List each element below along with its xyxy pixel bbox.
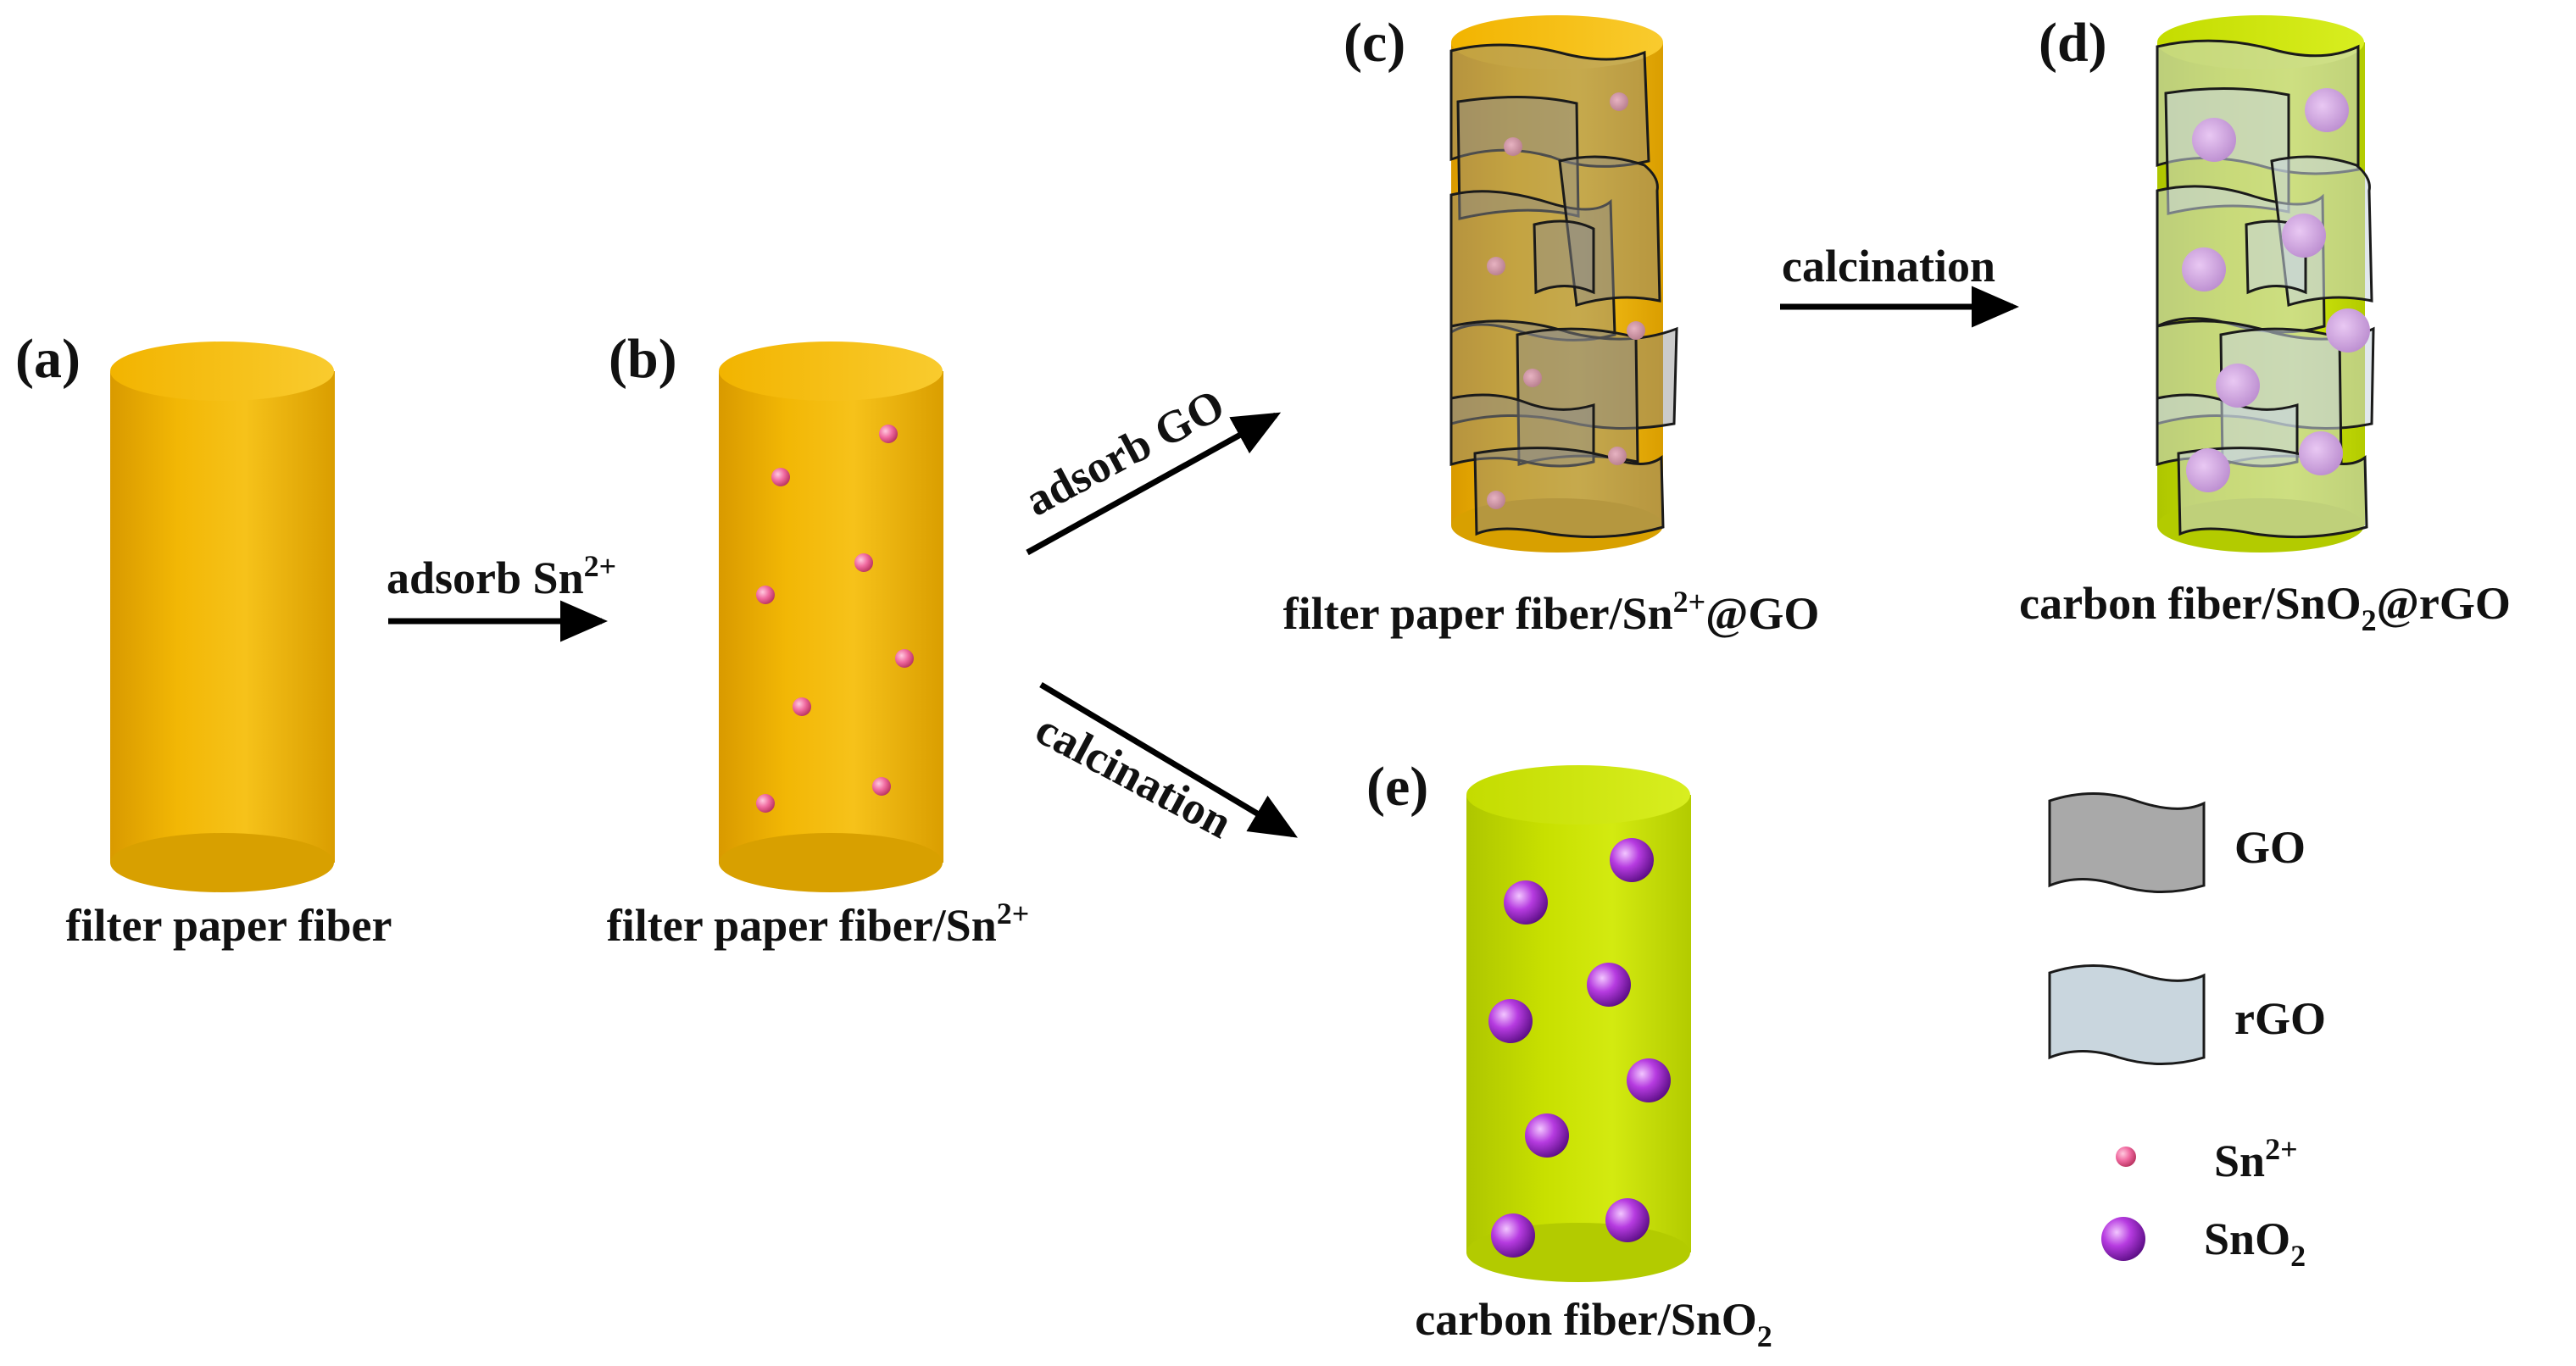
legend: GO rGO Sn2+ SnO2	[2048, 792, 2326, 1273]
panel-d-label: (d)	[2039, 12, 2107, 74]
sno2-particle	[1491, 1213, 1535, 1258]
panel-a-caption: filter paper fiber	[66, 900, 392, 951]
calcination-top-label: calcination	[1782, 241, 1995, 292]
sno2-particle	[2216, 364, 2260, 408]
adsorb-go-label: adsorb GO	[1016, 379, 1232, 525]
sn-ion	[1610, 92, 1628, 111]
sno2-particle	[1504, 880, 1548, 925]
sn-ion	[1487, 491, 1505, 509]
panel-b: (b) filter paper fiber/Sn2+	[607, 328, 1030, 951]
legend-go-label: GO	[2234, 822, 2306, 873]
sno2-particle	[2299, 431, 2343, 475]
sn-ion	[1608, 447, 1627, 465]
sno2-particle	[1488, 999, 1533, 1043]
sn-ion-particles-c	[1487, 92, 1645, 509]
sn-ion	[771, 468, 790, 486]
panel-d-caption: carbon fiber/SnO2@rGO	[2019, 578, 2511, 637]
sn-ion	[756, 586, 775, 604]
sno2-particle	[1627, 1058, 1671, 1102]
panel-b-label: (b)	[609, 328, 677, 390]
sno2-particle	[1605, 1198, 1650, 1242]
legend-rgo-label: rGO	[2234, 993, 2326, 1044]
sno2-particle	[2282, 214, 2326, 258]
legend-go: GO	[2048, 792, 2306, 893]
sno2-particle	[1587, 963, 1631, 1007]
filter-paper-fiber-cylinder	[110, 342, 335, 892]
go-sheet	[1516, 327, 1639, 466]
sno2-particle	[1610, 838, 1654, 882]
legend-sno2-label: SnO2	[2204, 1213, 2306, 1273]
sno2-particle	[2192, 118, 2236, 162]
sn-ion	[1523, 369, 1542, 387]
panel-a-label: (a)	[15, 328, 81, 390]
panel-c: (c) filter paper fiber/Sn2+@GO	[1283, 12, 1820, 639]
panel-e-caption: carbon fiber/SnO2	[1415, 1294, 1772, 1353]
step-adsorb-go: adsorb GO	[1016, 379, 1282, 556]
sn-ion	[1487, 257, 1505, 275]
sno2-swatch	[2101, 1217, 2145, 1261]
panel-e-label: (e)	[1366, 756, 1428, 818]
sno2-particle	[1525, 1113, 1569, 1158]
go-sheet-swatch	[2048, 792, 2206, 893]
sn-ion	[854, 553, 873, 572]
adsorb-sn-label: adsorb Sn2+	[387, 549, 616, 603]
sno2-particle	[2326, 308, 2370, 353]
panel-e: (e) carbon fiber/SnO2	[1366, 756, 1772, 1353]
sn-ion	[1504, 137, 1522, 156]
calcination-bottom-arrow	[1039, 681, 1299, 838]
sno2-particles-d	[2182, 88, 2370, 492]
panel-d: (d) carbon fiber/SnO2@rGO	[2019, 12, 2511, 637]
sn-ion	[872, 777, 891, 796]
sn-ion	[895, 649, 914, 668]
go-sheet	[1473, 447, 1665, 539]
sn-ion	[1627, 321, 1645, 340]
sno2-particle	[2305, 88, 2349, 132]
panel-b-caption: filter paper fiber/Sn2+	[607, 897, 1030, 951]
adsorb-go-arrow	[1026, 412, 1282, 556]
sn-ion	[756, 794, 775, 813]
step-calcination-top: calcination	[1780, 241, 2019, 328]
go-sheet	[1456, 96, 1580, 220]
sn-ion-swatch	[2116, 1147, 2136, 1167]
filter-paper-fiber-sn-go-cylinder	[1451, 15, 1663, 553]
legend-sn-ion: Sn2+	[2116, 1132, 2298, 1186]
calcination-bottom-label: calcination	[1027, 703, 1240, 848]
sn-ion	[879, 425, 898, 443]
go-sheets	[1449, 43, 1678, 539]
legend-sn-label: Sn2+	[2214, 1132, 2298, 1186]
sno2-particle	[2182, 247, 2226, 292]
panel-a: (a) filter paper fiber	[15, 328, 392, 951]
step-adsorb-sn: adsorb Sn2+	[387, 549, 616, 642]
panel-c-caption: filter paper fiber/Sn2+@GO	[1283, 585, 1820, 639]
go-sheet	[1533, 219, 1595, 295]
legend-sno2: SnO2	[2101, 1213, 2306, 1273]
go-sheet	[1558, 155, 1661, 307]
sn-ion	[793, 697, 811, 716]
go-sheet	[1449, 319, 1678, 430]
go-sheet	[1449, 190, 1616, 342]
sno2-particles-e	[1488, 838, 1671, 1258]
panel-c-label: (c)	[1344, 12, 1405, 74]
filter-paper-fiber-sn-cylinder	[719, 342, 943, 892]
step-calcination-bottom: calcination	[1027, 681, 1299, 848]
rgo-sheet-swatch	[2048, 964, 2206, 1065]
sno2-particle	[2186, 448, 2230, 492]
sn-ion-particles	[756, 425, 914, 813]
legend-rgo: rGO	[2048, 964, 2326, 1065]
